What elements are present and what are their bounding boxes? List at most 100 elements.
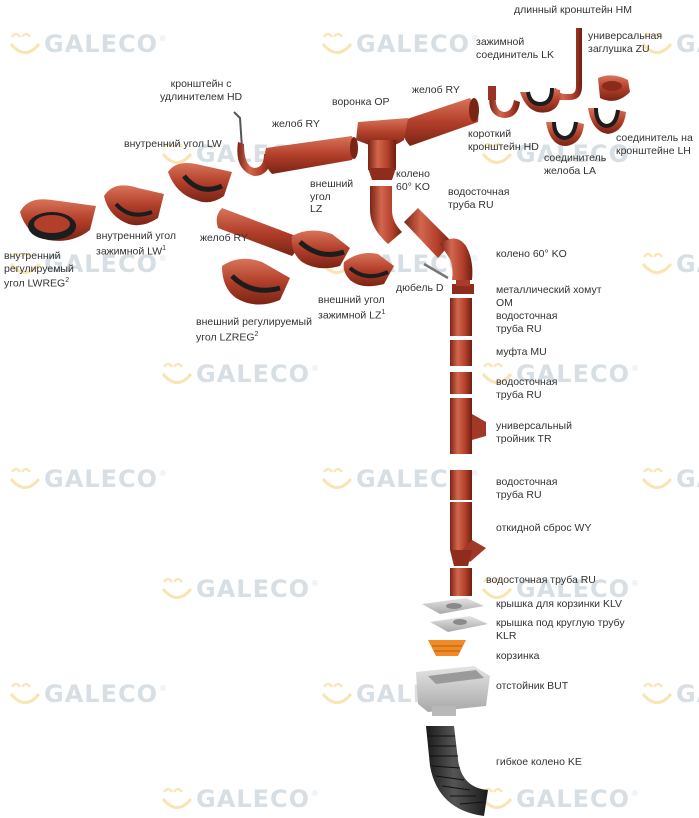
label-outer-adjustable-corner-lzreg: внешний регулируемый угол LZREG2 [196, 316, 312, 344]
dowel-d [423, 262, 449, 280]
label-line: угол LZREG2 [196, 329, 312, 344]
downpipe-ru-4 [450, 470, 472, 500]
label-dowel-d: дюбель D [396, 282, 444, 294]
label-outlet-op: воронка OP [332, 96, 390, 108]
label-end-cap-zu: универсальная заглушка ZU [588, 30, 662, 55]
label-text: угол LWREG [4, 277, 66, 290]
inner-adjustable-corner-lwreg [20, 199, 96, 241]
gutter-connector-la [546, 121, 584, 146]
clamp-connector-lk [520, 87, 561, 113]
label-line: кронштейне LH [616, 144, 691, 157]
label-line: OM [496, 296, 513, 309]
label-line: зажимной LW1 [96, 243, 176, 258]
label-cover-klv: крышка для корзинки KLV [496, 598, 623, 610]
downpipe-ru-3 [450, 372, 472, 394]
gutter-ry-top-mid [264, 136, 358, 174]
label-cover-klr: крышка под круглую трубу KLR [496, 617, 625, 642]
label-coupling-mu: муфта MU [496, 346, 547, 358]
footnote-mark: 2 [65, 277, 70, 284]
footnote-mark: 2 [254, 330, 259, 338]
label-line: кронштейн с [170, 78, 232, 90]
coupling-mu [450, 340, 472, 366]
gutter-ry-bottom [216, 208, 298, 256]
basket [428, 640, 466, 656]
end-cap-zu [598, 75, 630, 101]
label-text: зажимной LZ [318, 309, 382, 321]
label-gutter-ry-top-mid: желоб RY [272, 118, 320, 130]
label-line: универсальный [496, 420, 572, 432]
label-line: универсальная [588, 30, 663, 42]
label-flexible-elbow-ke: гибкое колено KE [496, 756, 582, 768]
label-line: соединитель [544, 152, 607, 164]
outlet-op [356, 118, 408, 180]
gutter-ry-top-right [402, 98, 479, 146]
label-outer-corner-clamp-lz: внешний угол зажимной LZ1 [318, 294, 385, 322]
label-line: внешний угол [318, 294, 385, 306]
label-inner-adjustable-corner-lwreg: внутренний регулируемый угол LWREG2 [4, 250, 74, 290]
label-line: внутренний угол [96, 230, 176, 242]
clamp-om [452, 280, 474, 294]
label-line: зажимной LZ1 [318, 307, 385, 322]
label-line: внешний [310, 178, 354, 190]
label-line: угол [310, 190, 331, 203]
cover-klr [430, 616, 488, 632]
label-line: труба RU [496, 322, 542, 335]
label-downpipe-ru-3: водосточная труба RU [496, 376, 557, 401]
label-line: труба RU [496, 488, 542, 501]
label-extender-bracket-hd: кронштейн с удлинителем HD [160, 78, 242, 103]
label-line: труба RU [496, 388, 542, 401]
label-downpipe-ru-4: водосточная труба RU [496, 476, 557, 501]
label-clamp-connector-lk: зажимной соединитель LK [476, 36, 554, 61]
outer-corner-clamp-lz [343, 253, 394, 287]
label-line: угол LWREG2 [4, 275, 74, 290]
label-downpipe-ru-1: водосточная труба RU [448, 186, 509, 211]
label-line: металлический хомут [496, 284, 602, 296]
diverter-wy [450, 502, 486, 566]
label-line: колено [396, 168, 430, 180]
label-line: труба RU [448, 198, 494, 211]
label-elbow-ko-top: колено 60° KO [396, 168, 430, 193]
label-gutter-ry-bottom: желоб RY [200, 232, 248, 244]
label-line: водосточная [448, 186, 510, 198]
label-line: 60° KO [396, 180, 430, 193]
tee-tr [450, 398, 486, 454]
label-diverter-wy: откидной сброс WY [496, 522, 592, 534]
label-line: водосточная [496, 376, 558, 388]
label-line: удлинителем HD [160, 90, 243, 103]
connector-lh [588, 107, 626, 134]
label-long-bracket-hm: длинный кронштейн HM [514, 4, 632, 16]
flexible-elbow-ke [426, 726, 488, 816]
outer-corner-lz [291, 230, 350, 269]
downpipe-ru-5 [450, 568, 472, 596]
label-line: тройник TR [496, 432, 552, 445]
label-inner-corner-clamp-lw: внутренний угол зажимной LW1 [96, 230, 176, 258]
label-line: соединитель LK [476, 48, 555, 61]
label-line: водосточная [496, 476, 558, 488]
label-line: регулируемый [4, 262, 74, 275]
label-line: желоба LA [544, 164, 596, 177]
label-downpipe-ru-2: водосточная труба RU [496, 310, 557, 335]
label-gutter-ry-top-right: желоб RY [412, 84, 460, 96]
label-gutter-connector-la: соединитель желоба LA [544, 152, 606, 177]
downpipe-ru-2 [450, 298, 472, 336]
label-line: заглушка ZU [588, 42, 650, 55]
label-short-bracket-hd: короткий кронштейн HD [468, 128, 539, 153]
elbow-ko-top [370, 186, 402, 244]
label-line: внутренний [4, 250, 61, 262]
short-bracket-hd [488, 86, 520, 118]
label-basket: корзинка [496, 650, 540, 662]
label-clamp-om: металлический хомут OM [496, 284, 602, 309]
label-tee-tr: универсальный тройник TR [496, 420, 572, 445]
label-text: угол LZREG [196, 331, 255, 343]
label-connector-lh: соединитель на кронштейне LH [616, 132, 693, 157]
label-line: водосточная [496, 310, 558, 322]
label-trap-but: отстойник BUT [496, 680, 569, 692]
label-downpipe-ru-5: водосточная труба RU [486, 574, 596, 586]
label-line: LZ [310, 203, 323, 215]
label-line: кронштейн HD [468, 140, 539, 153]
elbow-ko-right [440, 238, 473, 280]
label-line: соединитель на [616, 132, 693, 144]
cover-klv [422, 598, 484, 614]
label-line: KLR [496, 629, 517, 642]
